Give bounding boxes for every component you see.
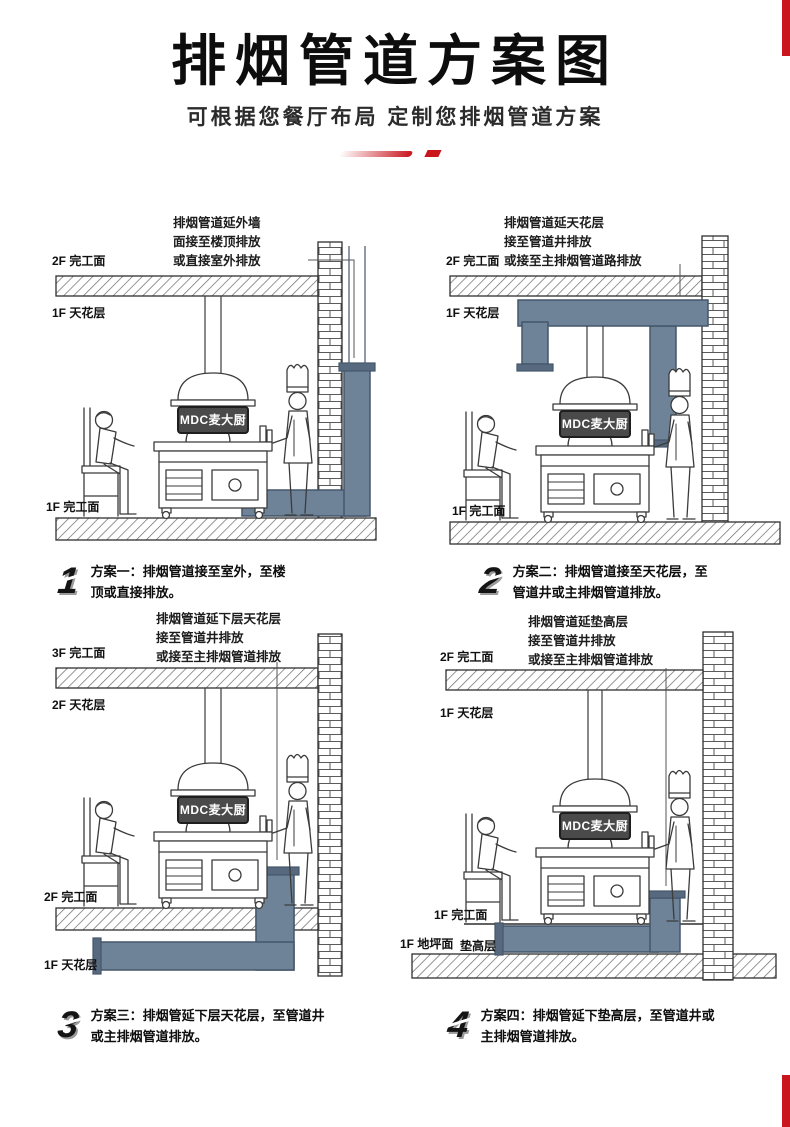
scheme-2-caption: 2 方案二：排烟管道接至天花层，至管道井或主排烟管道排放。: [477, 560, 718, 604]
annotation-line: 或接至主排烟管道排放: [156, 649, 282, 664]
scheme-4-caption: 4 方案四：排烟管延下垫高层，至管道井或主排烟管道排放。: [445, 1004, 726, 1048]
caption-body: 排烟管延下垫高层，至管道井或主排烟管道排放。: [480, 1008, 715, 1044]
annotation-leader-line: [308, 259, 355, 358]
scheme-1-caption: 1 方案一：排烟管道接至室外，至楼顶或直接排放。: [55, 560, 296, 604]
floor-slab: [55, 907, 257, 931]
annotation-line: 排烟管道延下层天花层: [156, 612, 282, 626]
floor-label: 2F 天花层: [52, 698, 106, 712]
exhaust-duct: [516, 299, 709, 448]
brick-wall: [317, 633, 343, 977]
floor-label: 2F 完工面: [440, 650, 494, 664]
annotation-line: 排烟管道延垫高层: [528, 615, 629, 629]
caption-text: 方案一：排烟管道接至室外，至楼顶或直接排放。: [91, 562, 296, 604]
floor-label: 1F 天花层: [52, 306, 106, 320]
floor-slab: [449, 521, 781, 545]
scheme-1-drawing: [55, 241, 377, 541]
annotation-line: 或接至主排烟管道路排放: [504, 253, 642, 268]
exhaust-duct: [92, 866, 300, 975]
scheme-number: 3: [55, 1004, 81, 1045]
scheme-number: 1: [55, 560, 81, 601]
scheme-4-drawing: [411, 631, 777, 981]
page-title: 排烟管道方案图: [170, 31, 619, 92]
floor-label: 1F 天花层: [446, 306, 500, 320]
scheme-number: 2: [477, 560, 503, 601]
floor-label: 1F 完工面: [46, 500, 100, 514]
floor-label: 1F 天花层: [440, 706, 494, 720]
scheme-3-drawing: [55, 633, 343, 977]
raised-layer-label: 垫高层: [460, 939, 497, 953]
floor-label: 1F 天花层: [44, 958, 98, 972]
annotation-line: 排烟管道延外墙: [173, 216, 261, 230]
duct-annotation: 排烟管道延外墙 面接至楼顶排放 或直接室外排放: [173, 214, 261, 270]
brand-sign: MDC麦大厨: [177, 406, 249, 434]
annotation-line: 接至管道井排放: [156, 630, 244, 645]
scheme-3-caption: 3 方案三：排烟管延下层天花层，至管道井或主排烟管道排放。: [55, 1004, 336, 1048]
scheme-2-panel: 排烟管道延天花层 接至管道井排放 或接至主排烟管道路排放 2F 完工面 1F 天…: [432, 212, 787, 604]
scheme-4-panel: 排烟管道延垫高层 接至管道井排放 或接至主排烟管道排放 2F 完工面 1F 天花…: [400, 608, 788, 1056]
floor-label: 1F 完工面: [452, 504, 506, 518]
caption-label: 方案四：: [480, 1008, 533, 1023]
floor-slab: [445, 669, 704, 691]
duct-annotation: 排烟管道延天花层 接至管道井排放 或接至主排烟管道路排放: [504, 214, 642, 270]
caption-body: 排烟管延下层天花层，至管道井或主排烟管道排放。: [90, 1008, 325, 1044]
red-edge-bottom: [782, 1075, 790, 1127]
brand-sign: MDC麦大厨: [177, 796, 249, 824]
duct-annotation: 排烟管道延下层天花层 接至管道井排放 或接至主排烟管道排放: [156, 610, 281, 666]
brand-sign: MDC麦大厨: [559, 812, 631, 840]
brick-wall: [701, 235, 729, 523]
annotation-line: 或直接室外排放: [173, 253, 261, 268]
caption-text: 方案四：排烟管延下垫高层，至管道井或主排烟管道排放。: [481, 1006, 726, 1048]
caption-label: 方案一：: [90, 564, 143, 579]
floor-slab: [55, 275, 319, 297]
scheme-2-drawing: [449, 235, 781, 545]
caption-body: 排烟管道接至室外，至楼顶或直接排放。: [90, 564, 286, 600]
floor-slab: [449, 275, 703, 297]
annotation-line: 接至管道井排放: [528, 633, 616, 648]
divider-tick: [424, 150, 442, 157]
floor-label: 1F 完工面: [434, 908, 488, 922]
brick-wall: [317, 241, 343, 519]
floor-label: 1F 地坪面: [400, 937, 454, 951]
annotation-line: 面接至楼顶排放: [173, 234, 261, 249]
caption-body: 排烟管道接至天花层，至管道井或主排烟管道排放。: [512, 564, 708, 600]
floor-slab: [55, 667, 319, 689]
floor-slab: [55, 517, 377, 541]
floor-label: 2F 完工面: [446, 254, 500, 268]
duct-annotation: 排烟管道延垫高层 接至管道井排放 或接至主排烟管道排放: [528, 613, 653, 669]
divider-stroke: [338, 151, 414, 157]
red-divider: [338, 148, 450, 160]
caption-label: 方案三：: [90, 1008, 143, 1023]
scheme-1-panel: 排烟管道延外墙 面接至楼顶排放 或直接室外排放 2F 完工面 1F 天花层 1F…: [38, 212, 410, 604]
caption-text: 方案二：排烟管道接至天花层，至管道井或主排烟管道排放。: [513, 562, 718, 604]
floor-label: 2F 完工面: [52, 254, 106, 268]
brick-wall: [702, 631, 734, 981]
brand-sign: MDC麦大厨: [559, 410, 631, 438]
floor-label: 3F 完工面: [52, 646, 106, 660]
caption-label: 方案二：: [512, 564, 565, 579]
annotation-line: 接至管道井排放: [504, 234, 592, 249]
exhaust-duct: [494, 890, 686, 956]
annotation-line: 或接至主排烟管道排放: [528, 652, 654, 667]
floor-label: 2F 完工面: [44, 890, 98, 904]
annotation-line: 排烟管道延天花层: [504, 216, 605, 230]
scheme-3-panel: 排烟管道延下层天花层 接至管道井排放 或接至主排烟管道排放 3F 完工面 2F …: [38, 608, 410, 1056]
red-edge-top: [782, 0, 790, 56]
caption-text: 方案三：排烟管延下层天花层，至管道井或主排烟管道排放。: [91, 1006, 336, 1048]
page-subtitle: 可根据您餐厅布局 定制您排烟管道方案: [186, 106, 604, 129]
floor-slab: [293, 907, 319, 931]
scheme-number: 4: [445, 1004, 471, 1045]
